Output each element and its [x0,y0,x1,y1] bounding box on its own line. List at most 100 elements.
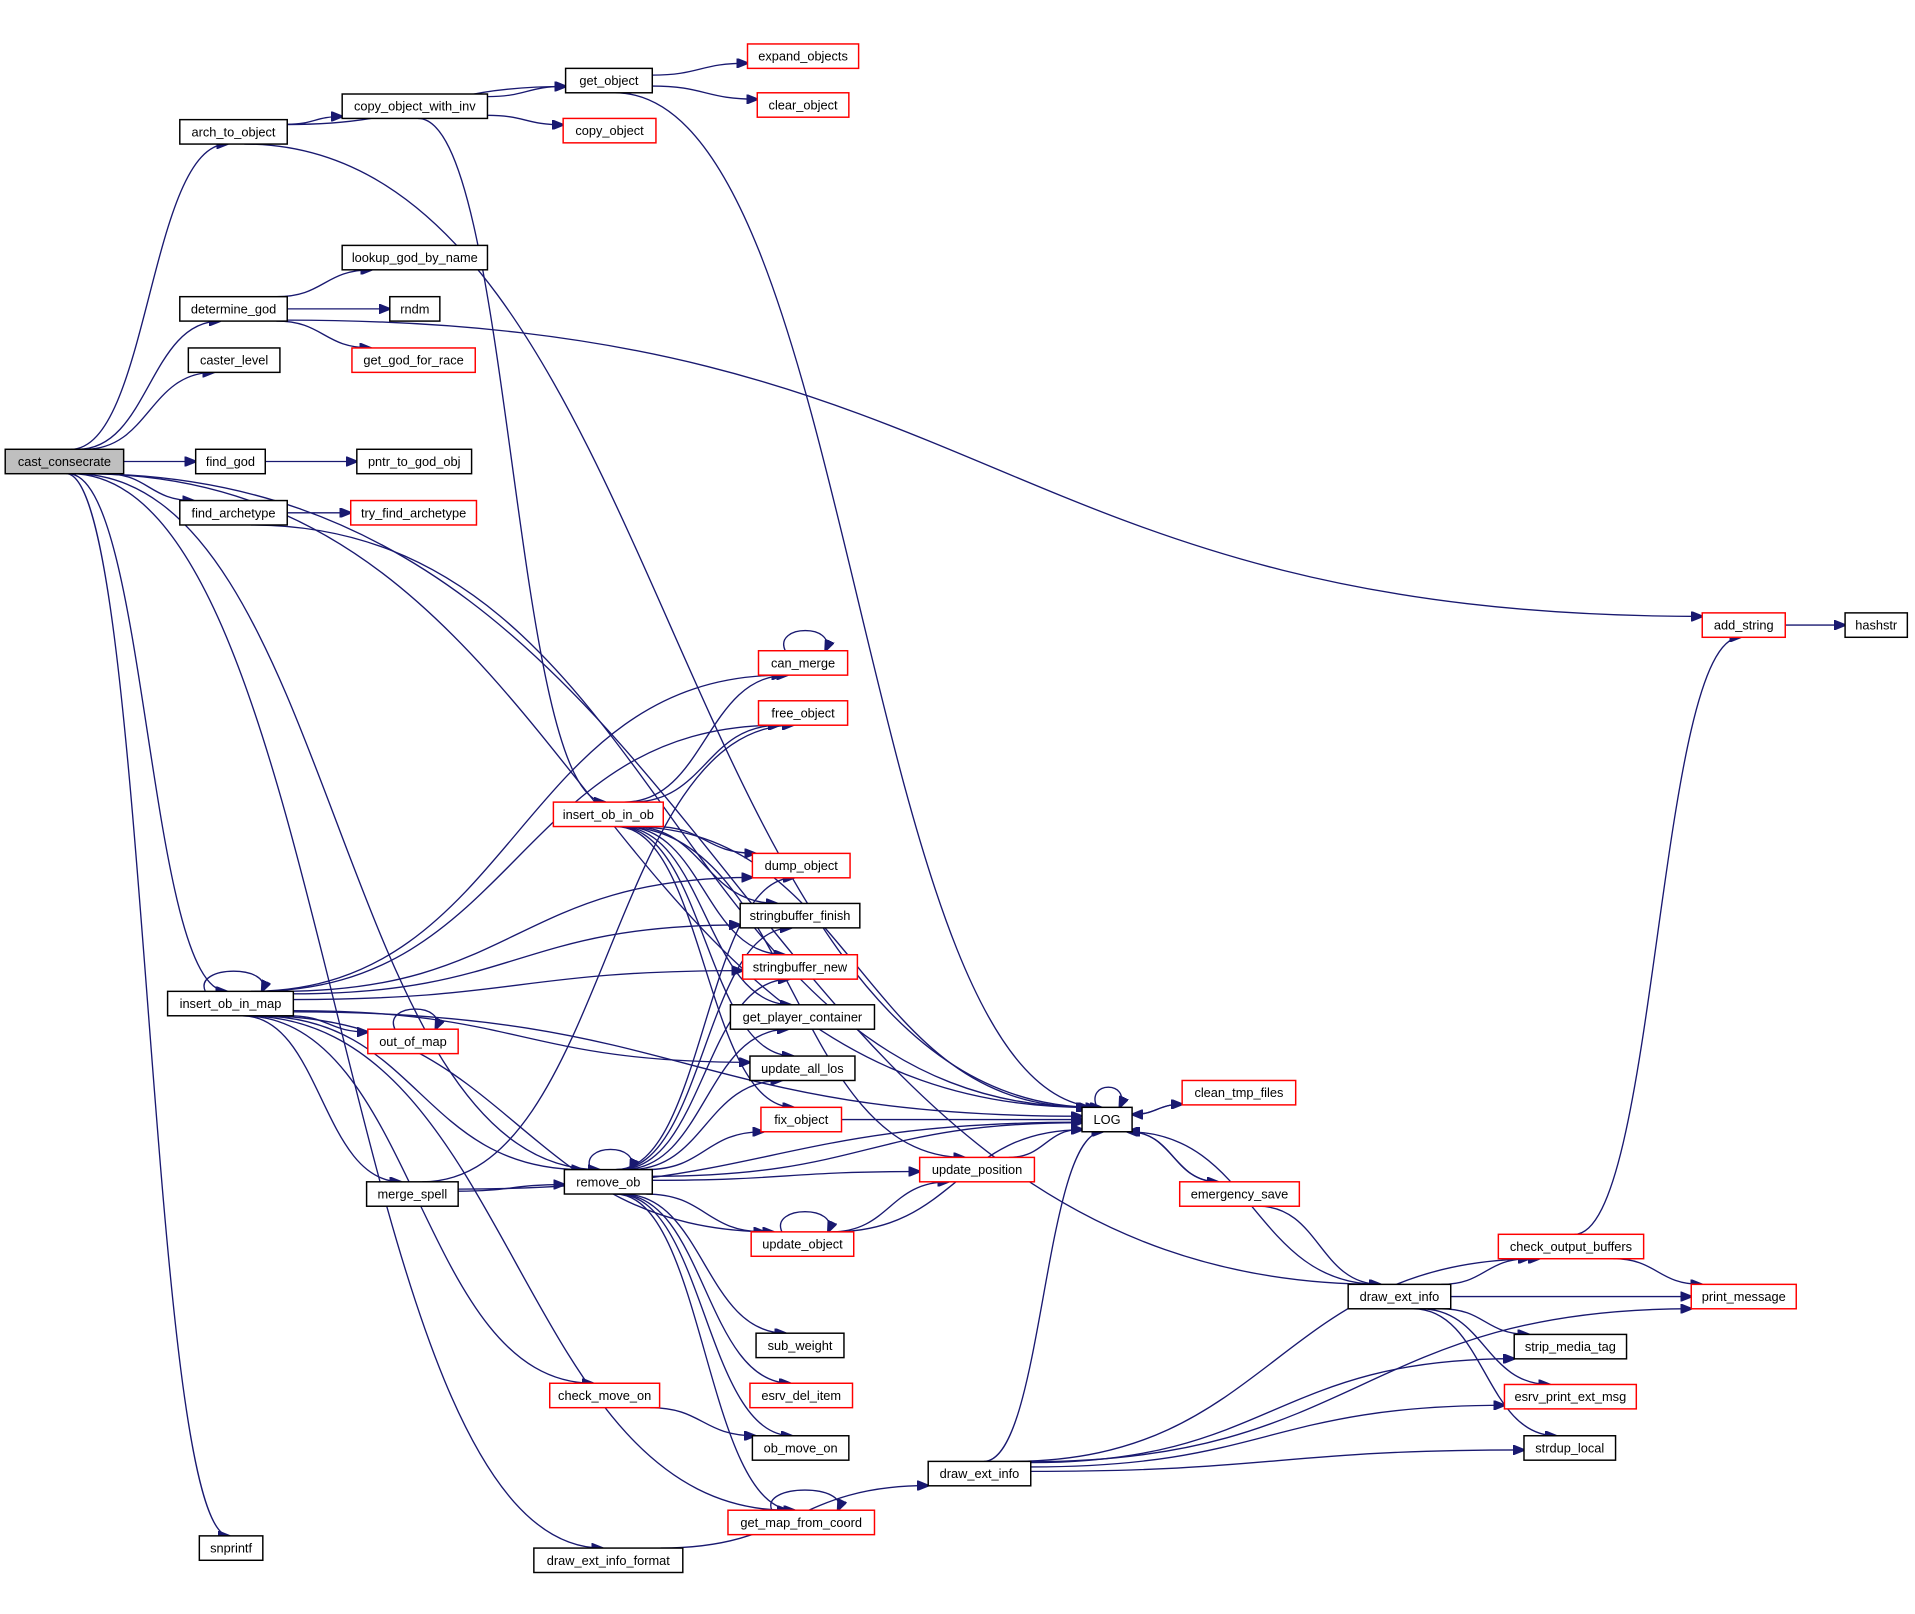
edge-check_output_buffers-to-print_message [1613,1258,1701,1285]
edge-remove_ob-to-update_object [646,1193,764,1232]
edge-remove_ob-to-get_player_container [622,1029,788,1171]
node-insert-ob-in-ob[interactable]: insert_ob_in_ob [552,801,665,828]
node-label: can_merge [771,655,835,670]
node-try-find-archetype[interactable]: try_find_archetype [349,499,478,526]
node-strdup-local[interactable]: strdup_local [1523,1435,1617,1461]
node-can-merge[interactable]: can_merge [757,649,849,676]
node-sub-weight[interactable]: sub_weight [755,1332,845,1359]
node-box [562,117,657,144]
node-stringbuffer-new[interactable]: stringbuffer_new [741,953,859,980]
edge-remove_ob-to-dump_object [615,878,794,1171]
node-expand-objects[interactable]: expand_objects [746,43,860,70]
node-print-message[interactable]: print_message [1690,1283,1797,1310]
node-update-all-los[interactable]: update_all_los [749,1055,856,1082]
node-strip-media-tag[interactable]: strip_media_tag [1513,1333,1628,1360]
edge-draw_ext_info_2-to-LOG [983,1132,1103,1463]
node-copy-object-with-inv[interactable]: copy_object_with_inv [341,93,489,120]
node-label: expand_objects [758,49,848,64]
node-box [341,244,489,271]
node-box [367,1028,459,1055]
edge-merge_spell-to-free_object [422,725,793,1183]
edges-layer [66,63,1845,1548]
node-esrv-del-item[interactable]: esrv_del_item [749,1382,854,1409]
node-stringbuffer-finish[interactable]: stringbuffer_finish [739,902,861,929]
node-get-player-container[interactable]: get_player_container [729,1004,876,1030]
node-box [166,990,295,1017]
node-get-map-from-coord[interactable]: get_map_from_coord [727,1509,876,1536]
node-emergency-save[interactable]: emergency_save [1178,1181,1301,1207]
edge-insert_ob_in_ob-to-free_object [631,725,780,803]
node-insert-ob-in-map[interactable]: insert_ob_in_map [166,990,295,1017]
node-label: strip_media_tag [1525,1339,1616,1354]
edge-determine_god-to-get_god_for_race [276,320,370,348]
edge-check_output_buffers-to-add_string [1574,637,1740,1235]
node-get-object[interactable]: get_object [564,67,654,94]
edge-draw_ext_info_2-to-check_output_buffers [1011,1259,1539,1463]
edge-draw_ext_info_2-to-print_message [1030,1309,1691,1463]
node-cast-consecrate[interactable]: cast_consecrate [4,448,125,475]
node-box [1081,1106,1133,1133]
edge-insert_ob_in_ob-to-get_player_container [620,825,791,1005]
node-draw-ext-info[interactable]: draw_ext_info [1347,1283,1452,1310]
node-box [194,448,266,475]
node-rndm[interactable]: rndm [389,295,441,322]
node-ob-move-on[interactable]: ob_move_on [751,1435,850,1461]
node-out-of-map[interactable]: out_of_map [367,1028,459,1055]
edge-remove_ob-to-stringbuffer_new [619,979,789,1171]
node-clear-object[interactable]: clear_object [756,92,850,118]
node-free-object[interactable]: free_object [757,700,849,726]
edge-remove_ob-to-ob_move_on [617,1193,792,1436]
node-clean-tmp-files[interactable]: clean_tmp_files [1181,1079,1297,1106]
node-label: get_map_from_coord [740,1515,862,1530]
node-caster-level[interactable]: caster_level [187,347,281,374]
node-copy-object[interactable]: copy_object [562,117,657,144]
node-arch-to-object[interactable]: arch_to_object [179,118,288,145]
edge-insert_ob_in_ob-to-can_merge [624,675,787,803]
edge-remove_ob-to-esrv_del_item [619,1193,790,1383]
edge-remove_ob-to-remove_ob [588,1148,632,1169]
node-fix-object[interactable]: fix_object [760,1106,843,1133]
node-label: copy_object_with_inv [354,99,476,114]
node-box [1181,1079,1297,1106]
node-label: esrv_print_ext_msg [1515,1389,1627,1404]
node-box [757,649,849,676]
node-merge-spell[interactable]: merge_spell [365,1181,459,1207]
node-hashstr[interactable]: hashstr [1844,612,1909,639]
edge-get_map_from_coord-to-get_map_from_coord [770,1489,839,1510]
edge-insert_ob_in_map-to-out_of_map [289,1015,367,1032]
node-check-move-on[interactable]: check_move_on [548,1382,661,1409]
node-check-output-buffers[interactable]: check_output_buffers [1497,1233,1645,1260]
node-box [749,1055,856,1082]
edge-cast_consecrate-to-arch_to_object [70,144,228,450]
edge-insert_ob_in_map-to-update_object [259,1015,774,1232]
node-box [741,953,859,980]
node-draw-ext-info-format[interactable]: draw_ext_info_format [533,1547,684,1574]
node-lookup-god-by-name[interactable]: lookup_god_by_name [341,244,489,271]
node-snprintf[interactable]: snprintf [198,1535,264,1562]
node-dump-object[interactable]: dump_object [751,852,851,879]
node-pntr-to-god-obj[interactable]: pntr_to_god_obj [356,448,473,475]
node-update-position[interactable]: update_position [918,1156,1036,1183]
node-box [356,448,473,475]
edge-insert_ob_in_ob-to-update_all_los [617,825,793,1057]
node-update-object[interactable]: update_object [750,1231,855,1258]
node-label: pntr_to_god_obj [368,454,461,469]
node-box [548,1382,661,1409]
edge-LOG-to-LOG [1094,1086,1122,1107]
node-box [746,43,860,70]
node-label: update_all_los [761,1061,844,1076]
edge-copy_object_with_inv-to-insert_ob_in_ob [418,117,605,802]
edge-cast_consecrate-to-snprintf [66,473,229,1536]
node-find-god[interactable]: find_god [194,448,266,475]
node-add-string[interactable]: add_string [1701,612,1786,639]
node-LOG[interactable]: LOG [1081,1106,1133,1133]
node-draw-ext-info-2[interactable]: draw_ext_info [927,1460,1032,1487]
edge-clean_tmp_files-to-LOG [1132,1103,1183,1114]
node-determine-god[interactable]: determine_god [179,295,288,322]
node-remove-ob[interactable]: remove_ob [563,1168,654,1195]
node-find-archetype[interactable]: find_archetype [179,499,288,526]
node-label: find_god [206,454,255,469]
edge-insert_ob_in_ob-to-update_position [620,825,964,1158]
node-esrv-print-ext-msg[interactable]: esrv_print_ext_msg [1503,1383,1638,1410]
node-get-god-for-race[interactable]: get_god_for_race [351,347,476,374]
